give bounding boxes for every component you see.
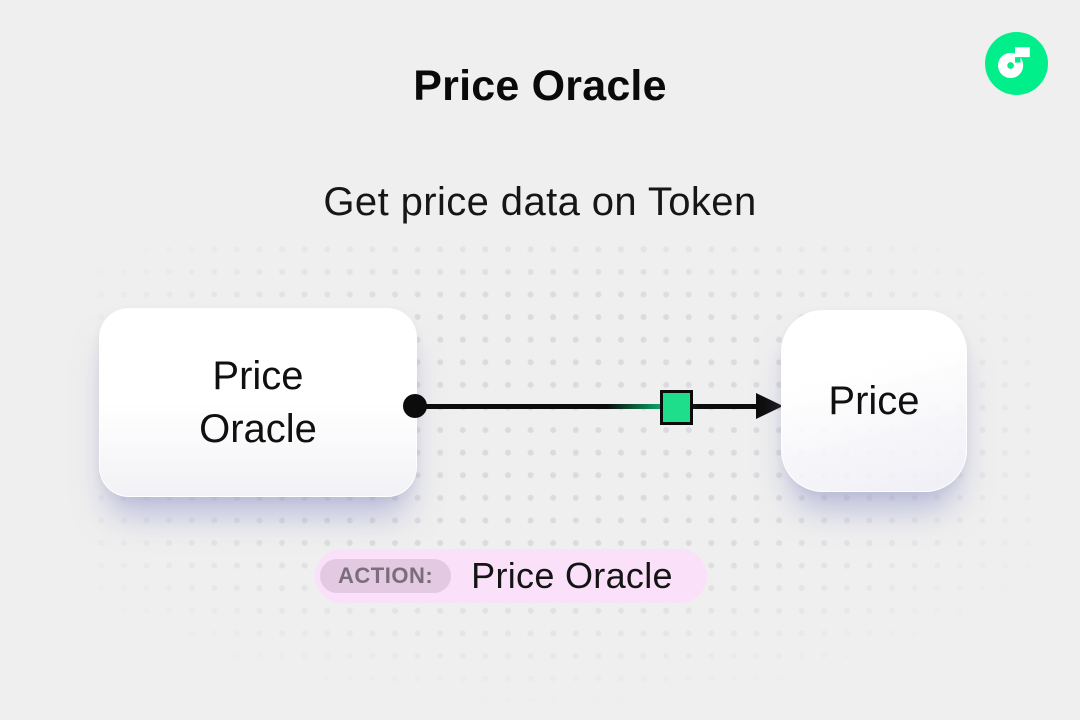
edge-arrowhead-icon <box>756 393 783 419</box>
node-price-label: Price <box>828 378 920 423</box>
action-badge-value: Price Oracle <box>471 555 673 596</box>
edge-line <box>425 404 763 409</box>
node-price-oracle[interactable]: Price Oracle <box>99 308 417 497</box>
page-subtitle: Get price data on Token <box>323 180 757 224</box>
flow-logo-icon <box>985 32 1048 95</box>
node-price-oracle-label: Price Oracle <box>199 353 317 451</box>
edge-green-square-marker <box>660 390 693 425</box>
edge-start-dot <box>403 394 427 418</box>
node-price[interactable]: Price <box>781 310 967 492</box>
page-title: Price Oracle <box>413 62 667 110</box>
action-badge-label: ACTION: <box>320 559 452 593</box>
action-badge: ACTION: Price Oracle <box>315 549 707 603</box>
